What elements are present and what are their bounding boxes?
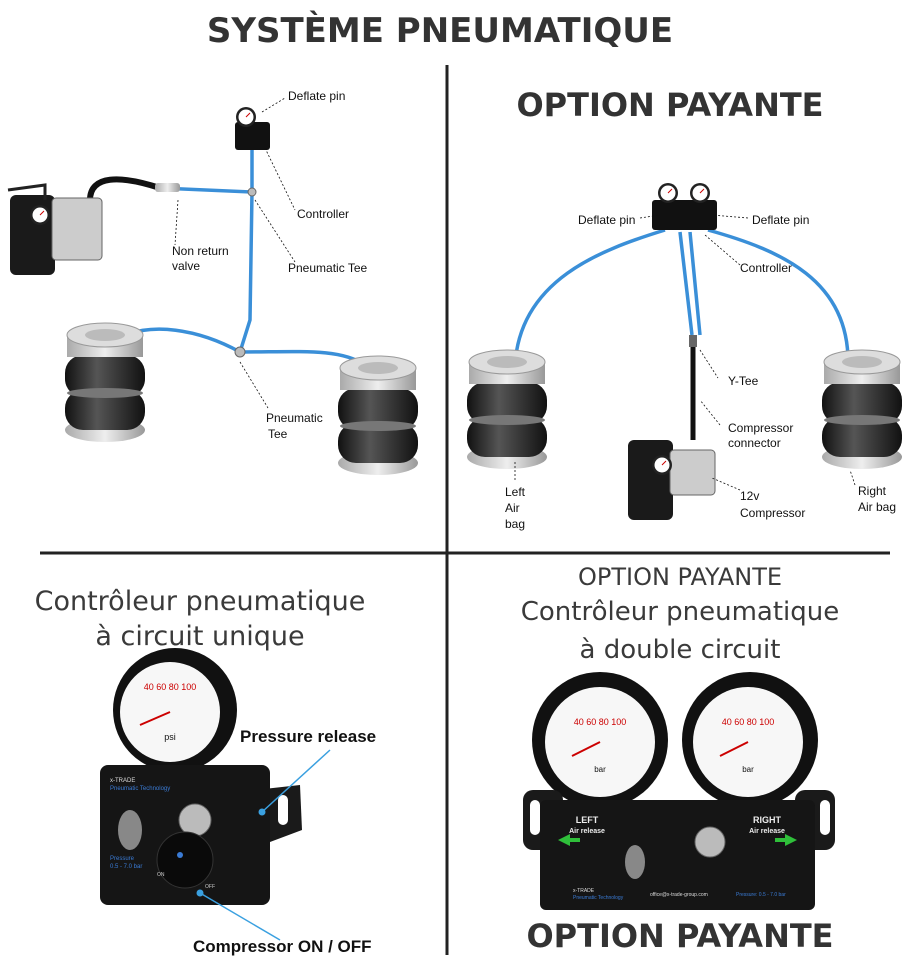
device-brand: x-TRADE [573,888,595,894]
pneumatic-tee-top [247,187,257,197]
bottom-left-heading-line1: Contrôleur pneumatique [35,586,366,617]
label-pneumatic-tee: Pneumatic Tee [288,261,367,275]
svg-text:40 60 80 100: 40 60 80 100 [574,717,627,727]
right-air-bag [821,349,903,470]
device-pressure-range: 0.5 - 7.0 bar [110,864,142,870]
label-pneumatic-tee-2-line1: Pneumatic [266,411,323,425]
gauge-ticks: 40 60 80 100 [144,682,197,692]
dual-circuit-system-diagram: Deflate pin Deflate pin Controller Y-Tee… [466,182,903,531]
device-left-label: LEFT [576,815,599,825]
bottom-right-heading-line3: à double circuit [580,635,781,665]
device-left-air-release: Air release [569,828,605,835]
compressor-switch [156,831,214,889]
label-compressor-connector-line2: connector [728,436,781,450]
device-off-label: OFF [205,884,215,890]
label-deflate-pin-right: Deflate pin [752,213,809,227]
bottom-right-footer: OPTION PAYANTE [526,917,833,955]
label-controller: Controller [740,261,792,275]
label-compressor-line2: Compressor [740,506,805,520]
label-right-air-bag-line1: Right [858,484,887,498]
label-deflate-pin: Deflate pin [288,89,345,103]
non-return-valve [155,183,180,192]
pressure-release-button [178,803,212,837]
compressor-hose [87,176,161,201]
label-compressor-on-off: Compressor ON / OFF [193,937,372,956]
compressor-switch-dot [196,889,204,897]
label-non-return-valve-line2: valve [172,259,200,273]
top-right-heading: OPTION PAYANTE [516,86,823,124]
compressor-image [7,183,103,275]
left-air-bag [466,349,548,470]
device-tagline: Pneumatic Technology [573,895,624,901]
label-compressor-connector-line1: Compressor [728,421,793,435]
pressure-release-leader [261,749,331,813]
device-tagline: Pneumatic Technology [110,786,170,792]
compressor-switch-leader [199,892,281,941]
label-controller: Controller [297,207,349,221]
label-y-tee: Y-Tee [728,374,759,388]
page-title: SYSTÈME PNEUMATIQUE [207,10,673,51]
svg-text:40 60 80 100: 40 60 80 100 [722,717,775,727]
label-left-air-bag-line2: Air [505,501,520,515]
label-right-air-bag-line2: Air bag [858,500,896,514]
pneumatic-tee-bottom [234,346,246,358]
label-deflate-pin-left: Deflate pin [578,213,635,227]
label-left-air-bag-line3: bag [505,517,525,531]
device-right-air-release: Air release [749,828,785,835]
label-pressure-release: Pressure release [240,727,376,746]
pressure-release-dot [258,808,266,816]
device-right-label: RIGHT [753,815,782,825]
single-circuit-controller-image: 40 60 80 100 psi x-TRADE Pneumatic Techn… [100,648,302,905]
device-pressure-label: Pressure [110,856,135,862]
device-email: office@x-trade-group.com [650,892,708,898]
left-gauge-unit: bar [594,765,606,774]
bottom-left-heading-line2: à circuit unique [95,621,304,652]
bottom-right-heading-line2: Contrôleur pneumatique [521,597,840,627]
right-air-bag [337,355,419,476]
dual-circuit-controller-image: 40 60 80 100 40 60 80 100 bar bar LEFT A… [523,672,835,910]
device-on-label: ON [157,872,165,878]
device-brand: x-TRADE [110,778,135,784]
controller-image [652,182,717,230]
label-left-air-bag-line1: Left [505,485,526,499]
right-arrow-icon [775,834,797,846]
left-air-bag [64,322,146,443]
label-compressor-line1: 12v [740,489,759,503]
label-non-return-valve-line1: Non return [172,244,229,258]
single-circuit-system-diagram: Deflate pin Controller Non return valve … [7,89,419,476]
compressor-image [628,440,716,520]
left-arrow-icon [558,834,580,846]
controller-image [235,106,270,150]
label-pneumatic-tee-2-line2: Tee [268,427,288,441]
bottom-right-heading-line1: OPTION PAYANTE [578,563,782,591]
right-gauge-unit: bar [742,765,754,774]
gauge-unit: psi [164,732,176,742]
device-pressure: Pressure: 0.5 - 7.0 bar [736,892,786,898]
y-tee [689,335,697,347]
